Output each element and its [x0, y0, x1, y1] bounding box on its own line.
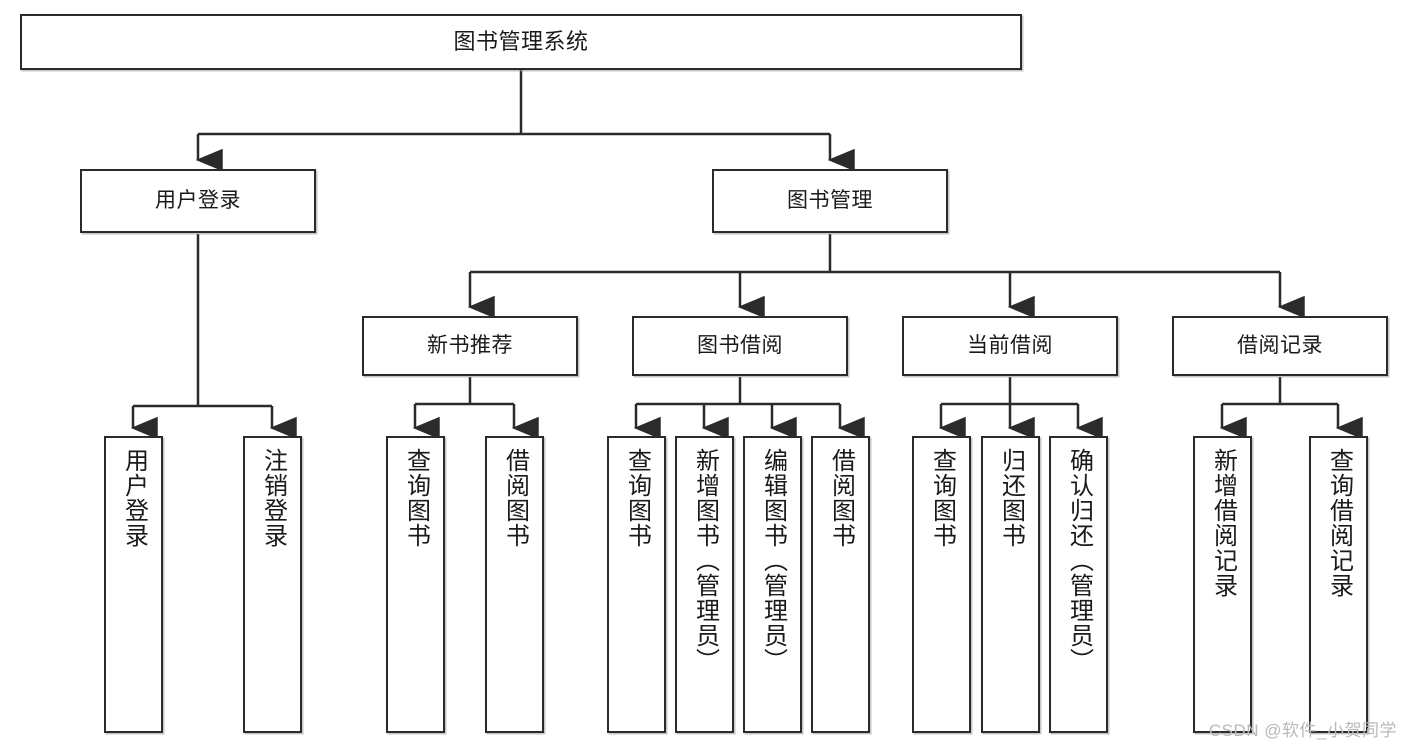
node-leaf-label: 借阅图书: [501, 448, 529, 548]
node-leaf-label: 借阅图书: [827, 448, 855, 548]
node-book-borrow-label: 图书借阅: [697, 333, 783, 357]
node-user-login-label: 用户登录: [155, 188, 241, 212]
node-leaf-book-borrow-borrow[interactable]: 借阅图书: [811, 436, 870, 733]
node-leaf-label: 查询图书: [623, 448, 651, 548]
node-root-label: 图书管理系统: [453, 29, 589, 55]
node-leaf-label: 查询图书: [928, 448, 956, 548]
node-leaf-label: 查询图书: [402, 448, 430, 548]
node-new-book-recommend-label: 新书推荐: [427, 333, 513, 357]
node-borrow-record[interactable]: 借阅记录: [1172, 316, 1388, 376]
node-leaf-label: 归还图书: [997, 448, 1025, 548]
node-book-management[interactable]: 图书管理: [712, 169, 948, 233]
node-leaf-label: 编辑图书（管理员）: [759, 448, 787, 673]
node-leaf-label: 确认归还（管理员）: [1065, 448, 1093, 673]
node-book-borrow[interactable]: 图书借阅: [632, 316, 848, 376]
node-user-login[interactable]: 用户登录: [80, 169, 316, 233]
node-leaf-borrow-record-query[interactable]: 查询借阅记录: [1309, 436, 1368, 733]
node-leaf-label: 用户登录: [120, 448, 148, 548]
node-leaf-current-borrow-return[interactable]: 归还图书: [981, 436, 1040, 733]
node-new-book-recommend[interactable]: 新书推荐: [362, 316, 578, 376]
node-current-borrow[interactable]: 当前借阅: [902, 316, 1118, 376]
node-root-library-system[interactable]: 图书管理系统: [20, 14, 1022, 70]
node-leaf-book-borrow-add[interactable]: 新增图书（管理员）: [675, 436, 734, 733]
node-leaf-current-borrow-confirm-return[interactable]: 确认归还（管理员）: [1049, 436, 1108, 733]
node-leaf-borrow-record-add[interactable]: 新增借阅记录: [1193, 436, 1252, 733]
node-leaf-book-borrow-query[interactable]: 查询图书: [607, 436, 666, 733]
node-leaf-label: 注销登录: [259, 448, 287, 548]
node-leaf-current-borrow-query[interactable]: 查询图书: [912, 436, 971, 733]
node-book-management-label: 图书管理: [787, 188, 873, 212]
node-leaf-new-book-borrow[interactable]: 借阅图书: [485, 436, 544, 733]
node-leaf-user-login-signout[interactable]: 注销登录: [243, 436, 302, 733]
node-leaf-book-borrow-edit[interactable]: 编辑图书（管理员）: [743, 436, 802, 733]
node-leaf-label: 查询借阅记录: [1325, 448, 1353, 598]
node-borrow-record-label: 借阅记录: [1237, 333, 1323, 357]
node-current-borrow-label: 当前借阅: [967, 333, 1053, 357]
node-leaf-label: 新增借阅记录: [1209, 448, 1237, 598]
node-leaf-new-book-query[interactable]: 查询图书: [386, 436, 445, 733]
node-leaf-label: 新增图书（管理员）: [691, 448, 719, 673]
node-leaf-user-login-signin[interactable]: 用户登录: [104, 436, 163, 733]
csdn-watermark: CSDN @软件_小贺同学: [1208, 721, 1397, 740]
